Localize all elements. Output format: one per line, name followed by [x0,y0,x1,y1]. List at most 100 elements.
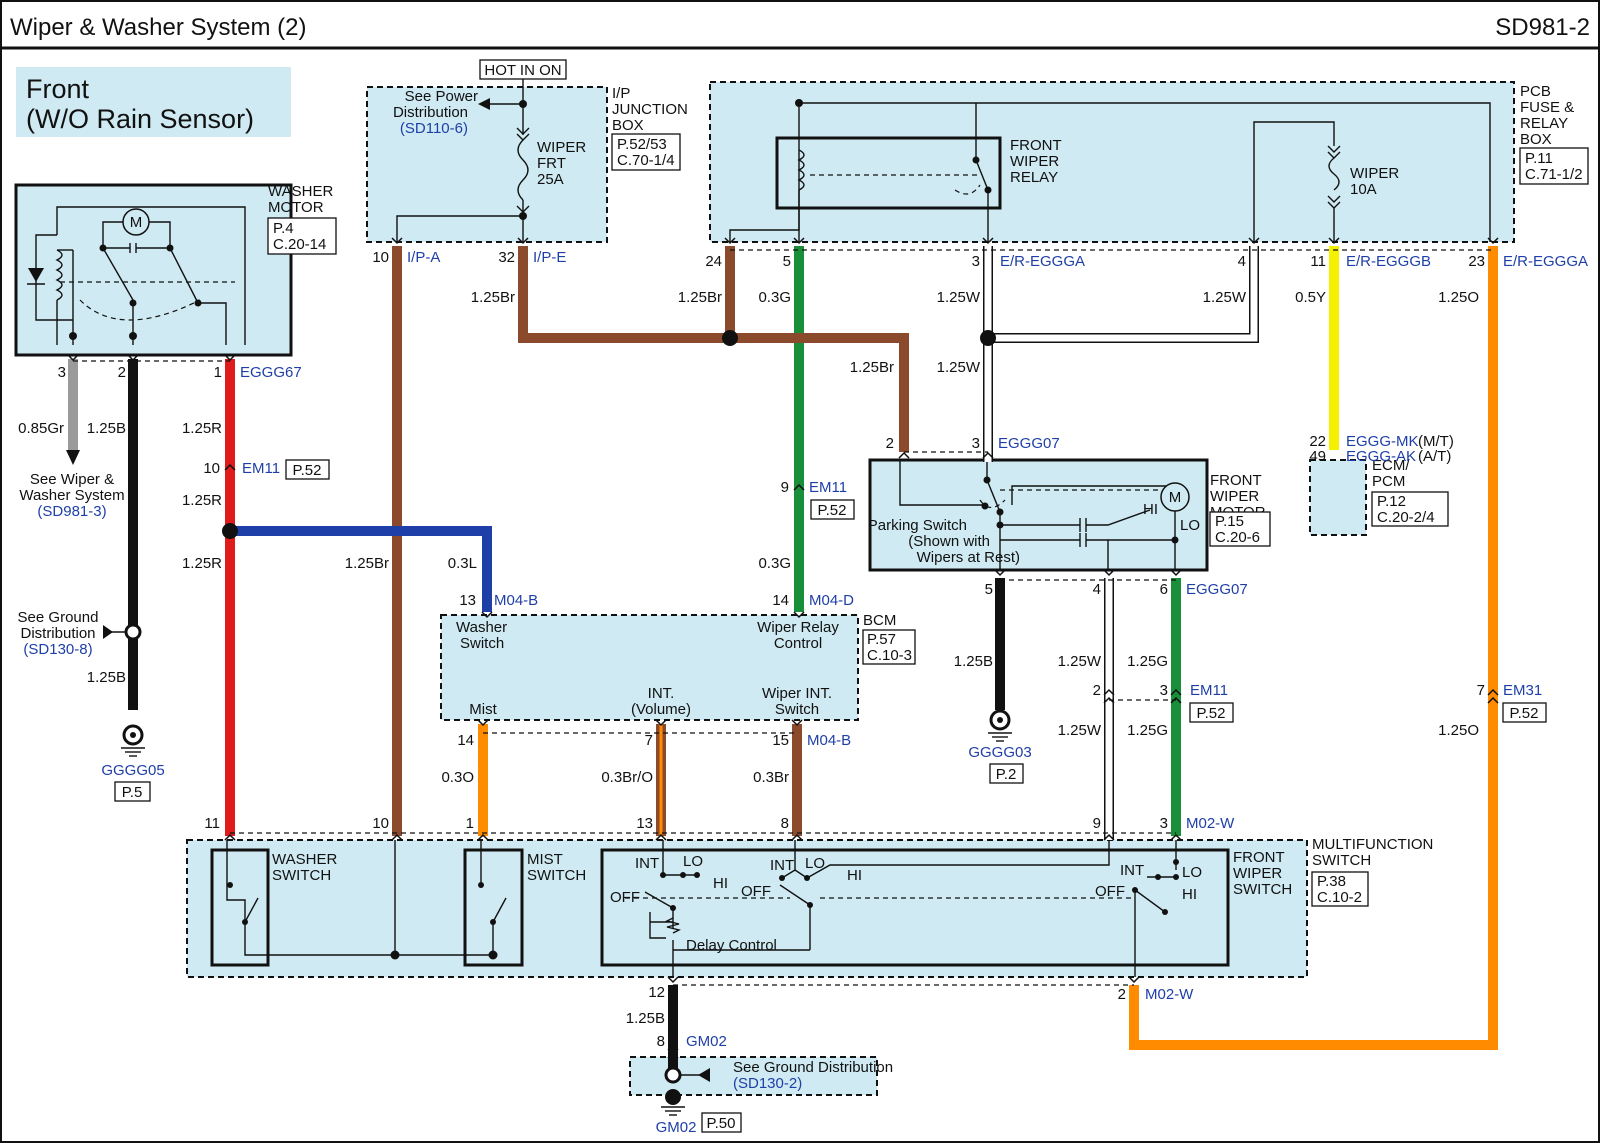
pin-8-gm02: 8 [657,1033,665,1050]
wire-label-125w-2: 1.25W [1203,289,1247,306]
diagram-title: Wiper & Washer System (2) [10,14,307,41]
front-wiper-switch [600,848,1230,967]
pin-10-ipa: 10 [372,249,389,266]
pin-1-wm: 1 [214,364,222,381]
ecm-name-2: PCM [1372,473,1405,490]
bcm-int-1: INT. [648,685,675,702]
ground-box-arrow [698,1068,710,1082]
pin-3-pcb: 3 [972,253,980,270]
pcb-fuse-1: WIPER [1350,165,1399,182]
conn-eggg07-1[interactable]: EGGG07 [998,435,1060,452]
pcb-name-2: FUSE & [1520,99,1574,116]
pcb-name-1: PCB [1520,83,1551,100]
ipjb-name-2: JUNCTION [612,101,688,118]
bcm-washer-2: Switch [460,635,504,652]
wire-label-125br-1: 1.25Br [345,555,389,572]
ref-p50: P.50 [707,1115,736,1132]
section-banner [16,67,291,137]
pin-11-mfs: 11 [204,815,220,832]
conn-m02w-1[interactable]: M02-W [1186,815,1235,832]
wire-label-125o-1: 1.25O [1438,289,1479,306]
pin-5-fwm: 5 [985,581,993,598]
wire-label-125r-2: 1.25R [182,492,222,509]
pcb-ref-2: C.71-1/2 [1525,166,1583,183]
wire-orange-loop [1129,246,1498,1050]
ground-box-see: See Ground Distribution [733,1059,893,1076]
ref-p2-box [989,763,1024,784]
splice-black [124,623,142,641]
conn-ipe[interactable]: I/P-E [533,249,566,266]
pcb-fuse-relay-box [709,81,1515,243]
wire-label-125r-3: 1.25R [182,555,222,572]
mfs-off-1: OFF [610,889,640,906]
conn-em11-3[interactable]: EM11 [1190,682,1228,699]
mfs-washer-2: SWITCH [272,867,331,884]
conn-er-eggga-1[interactable]: E/R-EGGGA [1000,253,1085,270]
wire-label-125o-2: 1.25O [1438,722,1479,739]
fws-name-2: WIPER [1233,865,1282,882]
wire-brown-main [518,246,909,452]
mfs-ref-box [1311,871,1369,907]
ipjb-see-power-link[interactable]: (SD110-6) [400,120,468,137]
ipjb-name-1: I/P [612,85,630,102]
diagram-code: SD981-2 [1495,14,1590,41]
wire-label-125w-4: 1.25W [1058,653,1102,670]
conn-em31[interactable]: EM31 [1503,682,1542,699]
conn-eggg07-2[interactable]: EGGG07 [1186,581,1248,598]
conn-gm02[interactable]: GM02 [686,1033,727,1050]
pin-49: 49 [1309,448,1326,465]
washer-motor-name-2: MOTOR [268,199,324,216]
conn-em11-2[interactable]: EM11 [809,479,847,496]
mfs-delay: Delay Control [686,937,777,954]
bcm-relay-1: Wiper Relay [757,619,839,636]
mfs-lo-1: LO [683,853,703,870]
mfs-hi-1: HI [713,875,728,892]
note-see-ground-link[interactable]: (SD130-8) [23,641,92,658]
conn-eggg-mk[interactable]: EGGG-MK [1346,433,1419,450]
wire-label-125w-3: 1.25W [937,359,981,376]
fwm-ref-2: C.20-6 [1215,529,1260,546]
ecm-pcm-box [1309,459,1367,536]
parking-line-2: (Shown with [908,533,990,550]
pin-9-mfs: 9 [1093,815,1101,832]
pcb-internals [729,99,1491,242]
conn-er-egggb[interactable]: E/R-EGGGB [1346,253,1431,270]
ref-p2: P.2 [996,766,1017,783]
mfs-ref-1: P.38 [1317,873,1346,890]
ground-box-link[interactable]: (SD130-2) [733,1075,802,1092]
ground-gggg03-symbol [988,709,1012,742]
pin-3-em11: 3 [1160,682,1168,699]
wire-label-03l: 0.3L [448,555,477,572]
mfs-hi-2: HI [847,867,862,884]
note-see-ground-2: Distribution [20,625,95,642]
ground-gggg03: GGGG03 [968,744,1031,761]
mfs-lo-2: LO [805,855,825,872]
conn-m04b-1[interactable]: M04-B [494,592,538,609]
conn-eggg-ak[interactable]: EGGG-AK [1346,448,1416,465]
ref-p52-2-box [810,499,855,520]
ground-gm02: GM02 [656,1119,697,1136]
wire-label-03g-1: 0.3G [758,289,791,306]
ip-junction-internals [396,79,530,242]
note-see-wiper-link[interactable]: (SD981-3) [37,503,106,520]
conn-m04d[interactable]: M04-D [809,592,854,609]
ecm-ref-box [1371,491,1449,527]
washer-motor-internals: M [27,206,246,345]
conn-m02w-2[interactable]: M02-W [1145,986,1194,1003]
connector-chevrons [67,237,1499,1059]
conn-at: (A/T) [1418,448,1451,465]
conn-er-eggga-2[interactable]: E/R-EGGGA [1503,253,1588,270]
fwm-hi: HI [1143,501,1158,518]
splice-white [980,330,996,346]
pin-22-ecm: 22 [1309,433,1326,450]
conn-eggg67[interactable]: EGGG67 [240,364,302,381]
conn-ipa[interactable]: I/P-A [407,249,440,266]
pin-11-pcb: 11 [1310,253,1326,270]
wire-label-125b-4: 1.25B [626,1010,665,1027]
conn-m04b-2[interactable]: M04-B [807,732,851,749]
bcm-washer-1: Washer [456,619,507,636]
banner-line2: (W/O Rain Sensor) [26,104,254,134]
front-wiper-motor-box [868,458,1209,572]
conn-em11-1[interactable]: EM11 [242,460,280,477]
